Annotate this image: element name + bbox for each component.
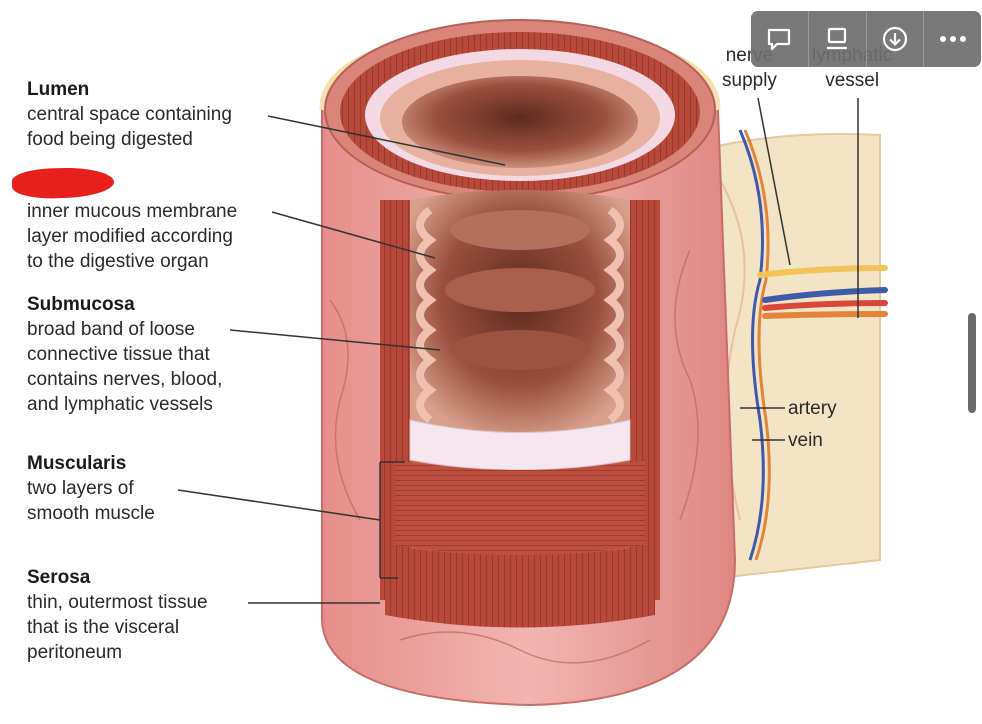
lumen-label: Lumen central space containing food bein…	[27, 77, 232, 152]
serosa-title: Serosa	[27, 567, 91, 588]
submucosa-desc-2: connective tissue that	[27, 344, 210, 365]
nerve-supply-line-2: supply	[722, 70, 777, 91]
present-button[interactable]	[809, 11, 867, 67]
leader-lines	[177, 97, 859, 604]
download-icon	[882, 26, 907, 52]
more-button[interactable]	[924, 11, 981, 67]
serosa-desc-1: thin, outermost tissue	[27, 592, 208, 613]
lumen-desc-1: central space containing	[27, 104, 232, 125]
submucosa-label: Submucosa broad band of loose connective…	[27, 292, 222, 417]
mucosa-label: inner mucous membrane layer modified acc…	[27, 199, 237, 274]
mucosa-desc-1: inner mucous membrane	[27, 201, 238, 222]
mucosa-desc-2: layer modified according	[27, 226, 233, 247]
vein-label: vein	[788, 430, 823, 451]
lymphatic-vessel-line-2: vessel	[825, 70, 880, 91]
mesentery	[699, 133, 881, 582]
more-icon	[939, 36, 966, 42]
serosa-desc-2: that is the visceral	[27, 617, 180, 638]
lumen-desc-2: food being digested	[27, 129, 193, 150]
submucosa-desc-3: contains nerves, blood,	[27, 369, 223, 390]
muscularis-desc-2: smooth muscle	[27, 503, 155, 524]
download-button[interactable]	[867, 11, 925, 67]
submucosa-desc-4: and lymphatic vessels	[27, 394, 213, 415]
vertical-scrollbar[interactable]	[968, 313, 976, 413]
comment-icon	[768, 28, 791, 51]
serosa-desc-3: peritoneum	[27, 642, 123, 663]
present-icon	[827, 27, 848, 50]
vessels	[738, 129, 888, 561]
submucosa-title: Submucosa	[27, 294, 135, 315]
muscularis-desc-1: two layers of	[27, 478, 134, 499]
muscularis-label: Muscularis two layers of smooth muscle	[27, 451, 155, 526]
mucosa-desc-3: to the digestive organ	[27, 251, 209, 272]
top-cross-section	[324, 19, 716, 201]
muscularis-title: Muscularis	[27, 453, 127, 474]
comment-button[interactable]	[751, 11, 809, 67]
cutaway-interior	[380, 190, 660, 628]
submucosa-desc-1: broad band of loose	[27, 319, 195, 340]
lumen-title: Lumen	[27, 79, 90, 100]
serosa-label: Serosa thin, outermost tissue that is th…	[27, 565, 208, 665]
artery-label: artery	[788, 398, 837, 419]
image-toolbar	[751, 11, 981, 67]
